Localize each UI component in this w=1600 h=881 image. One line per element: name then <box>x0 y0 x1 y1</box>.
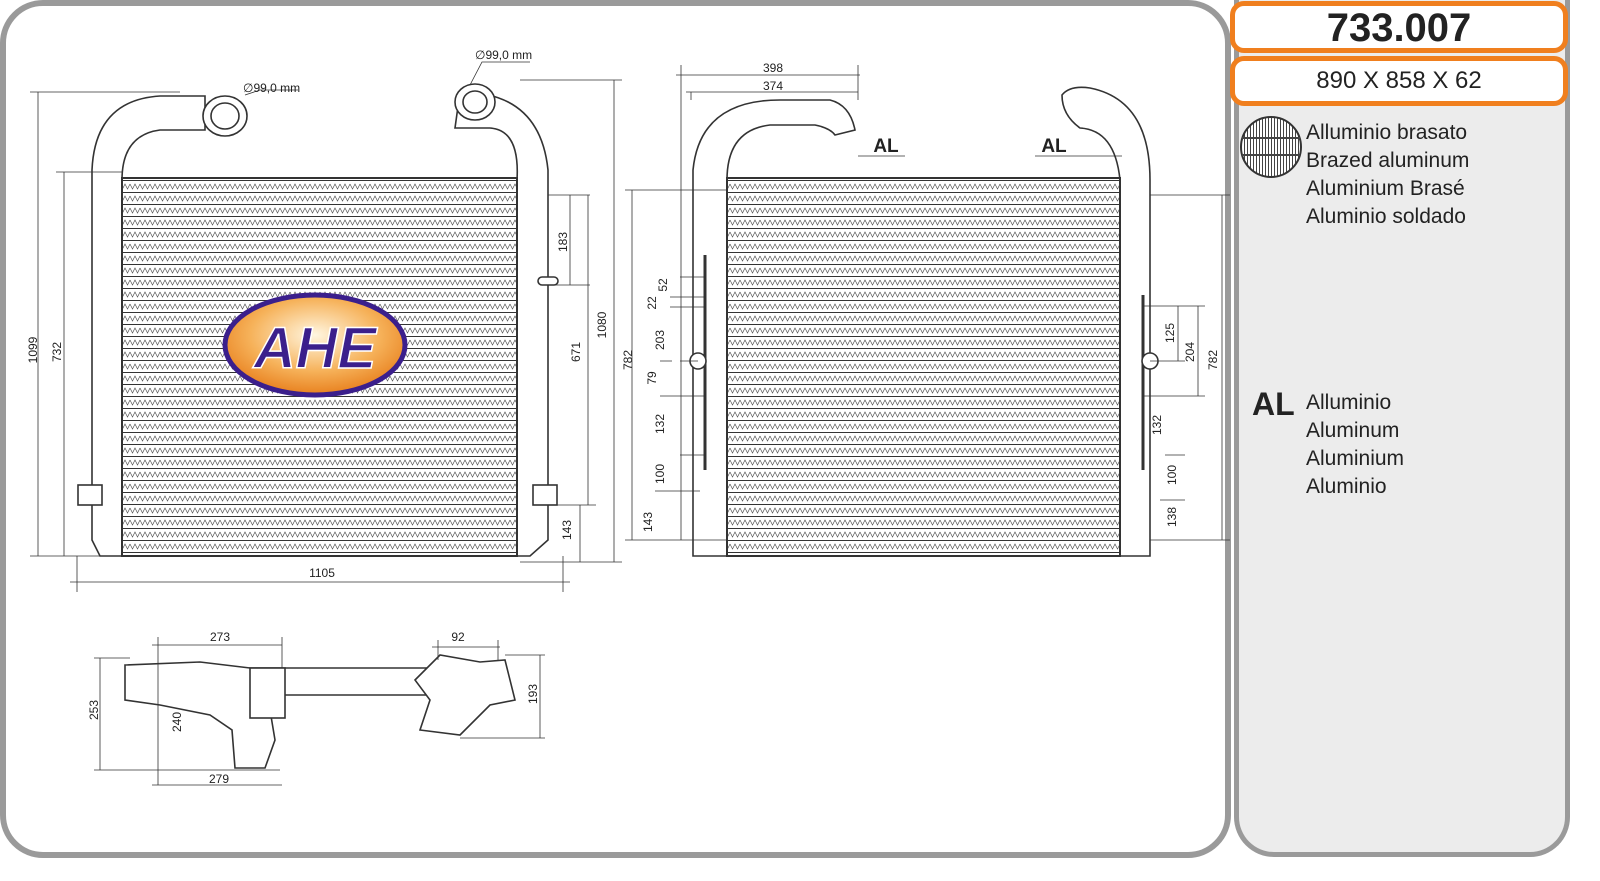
dim-132-right: 132 <box>1150 415 1164 435</box>
dim-height-671: 671 <box>569 342 583 362</box>
core-material-it: Alluminio brasato <box>1306 121 1468 144</box>
dim-204: 204 <box>1183 342 1197 362</box>
dim-143-left: 143 <box>641 512 655 532</box>
ahe-logo: AHE <box>222 292 408 398</box>
tank-material-en: Aluminum <box>1306 419 1400 442</box>
top-view: 273 92 253 240 193 279 <box>87 630 545 786</box>
al-label-right: AL <box>1041 136 1067 157</box>
core-material-es: Aluminio soldado <box>1306 205 1466 228</box>
core-material-legend: Alluminio brasato Brazed aluminum Alumin… <box>1306 119 1469 231</box>
dim-pipe-dia-left: ∅99,0 mm <box>243 81 300 95</box>
dim-height-732: 732 <box>50 342 64 362</box>
brazed-core-icon <box>1240 116 1302 178</box>
dim-100-right: 100 <box>1165 465 1179 485</box>
side-view: 398 374 AL AL 782 52 22 203 79 132 100 1… <box>621 61 1230 557</box>
dim-52: 52 <box>656 278 670 292</box>
dim-height-183: 183 <box>556 232 570 252</box>
dim-width-1105: 1105 <box>309 566 335 580</box>
al-label-left: AL <box>873 136 899 157</box>
dim-253: 253 <box>87 700 101 720</box>
tank-material-es: Aluminio <box>1306 475 1387 498</box>
logo-text: AHE <box>252 316 379 381</box>
dim-22: 22 <box>645 296 659 310</box>
tank-material-fr: Aluminium <box>1306 447 1405 470</box>
tank-material-it: Alluminio <box>1306 391 1392 414</box>
part-dimensions: 890 X 858 X 62 <box>1230 56 1568 106</box>
dim-279: 279 <box>209 772 229 786</box>
dim-782-left: 782 <box>621 350 635 370</box>
dim-height-1080: 1080 <box>595 311 609 338</box>
dim-pipe-dia-right: ∅99,0 mm <box>475 48 532 62</box>
tank-material-legend: Alluminio Aluminum Aluminium Aluminio <box>1306 389 1404 501</box>
dim-203: 203 <box>653 330 667 350</box>
dim-79: 79 <box>645 371 659 385</box>
front-view: AHE ∅99,0 mm ∅99,0 mm 1099 732 183 671 1… <box>26 48 622 592</box>
core-material-en: Brazed aluminum <box>1306 149 1470 172</box>
dim-138-right: 138 <box>1165 507 1179 527</box>
core-material-fr: Aluminium Brasé <box>1306 177 1465 200</box>
dim-height-143: 143 <box>560 520 574 540</box>
aluminum-symbol: AL <box>1252 386 1295 422</box>
dim-92: 92 <box>451 630 465 644</box>
dim-125: 125 <box>1163 323 1177 343</box>
dim-398: 398 <box>763 61 783 75</box>
dim-height-1099: 1099 <box>26 336 40 363</box>
dim-193: 193 <box>526 684 540 704</box>
dim-240: 240 <box>170 712 184 732</box>
dim-374: 374 <box>763 79 783 93</box>
dim-132-left: 132 <box>653 414 667 434</box>
dim-273: 273 <box>210 630 230 644</box>
part-code: 733.007 <box>1230 1 1568 53</box>
dim-782-right: 782 <box>1206 350 1220 370</box>
dim-100-left: 100 <box>653 464 667 484</box>
